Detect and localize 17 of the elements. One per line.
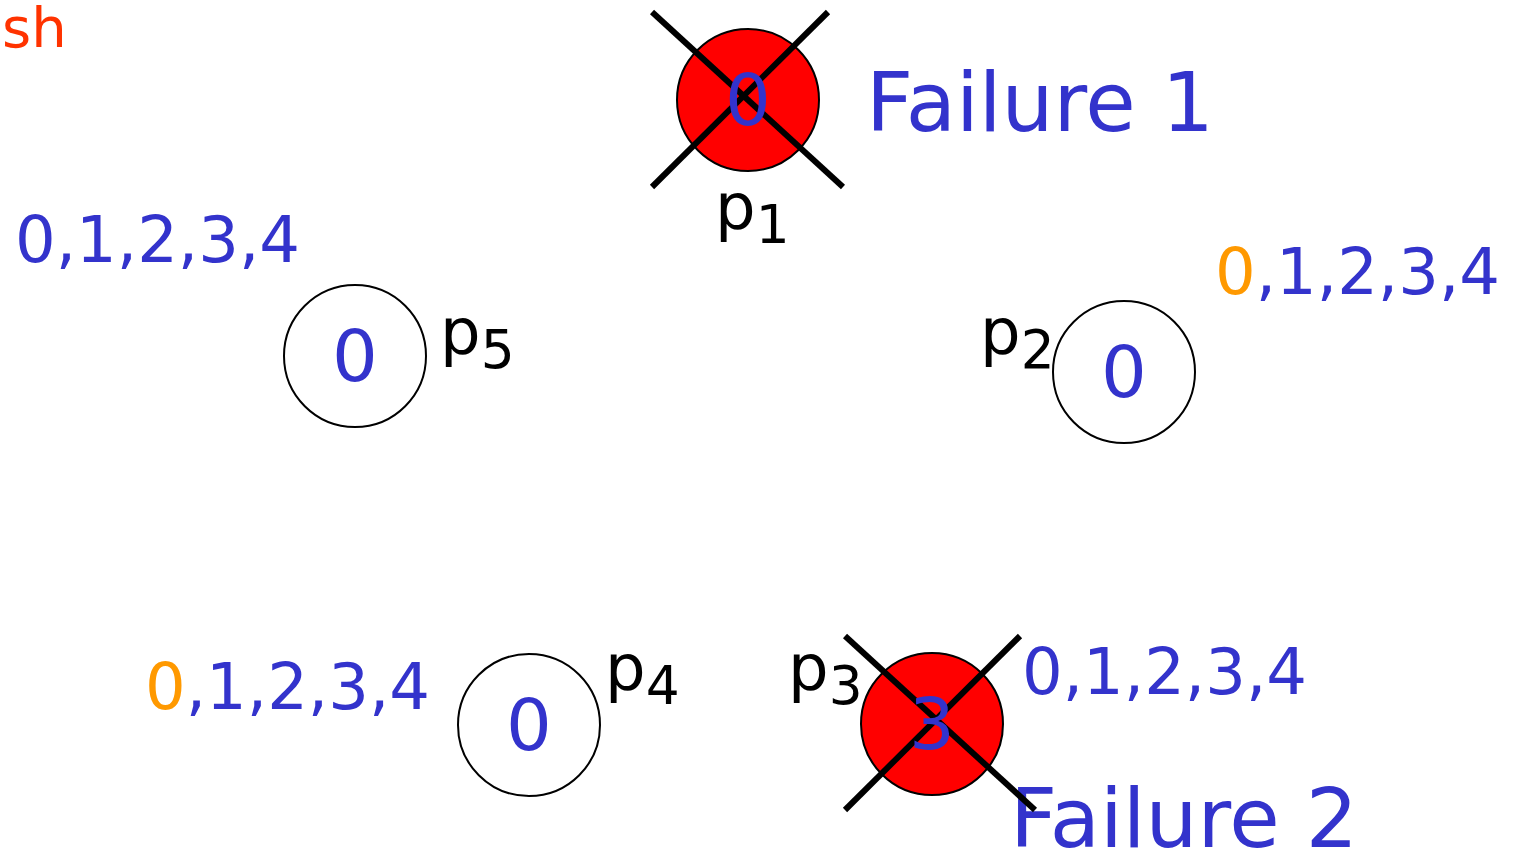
value-list: ,1,2,3,4 [1255, 235, 1500, 309]
highlighted-value: 0 [1215, 235, 1256, 309]
value-list: 0,1,2,3,4 [1022, 635, 1307, 709]
value-list: ,1,2,3,4 [185, 650, 430, 724]
process-label: p$_{3}$ [788, 631, 863, 705]
state-value: 0 [331, 320, 379, 392]
heading-fragment: sh [2, 0, 67, 60]
state-value: 0 [1100, 336, 1148, 408]
failure-label: Failure 2 [1010, 771, 1359, 860]
process-label: p$_{2}$ [980, 295, 1055, 369]
state-value: 0 [505, 689, 553, 761]
highlighted-value: 0 [145, 650, 186, 724]
value-list: 0,1,2,3,4 [15, 203, 300, 277]
process-label: p$_{1}$ [715, 170, 790, 244]
failure-label: Failure 1 [866, 55, 1215, 150]
process-label: p$_{4}$ [605, 631, 680, 705]
process-label: p$_{5}$ [440, 295, 515, 369]
